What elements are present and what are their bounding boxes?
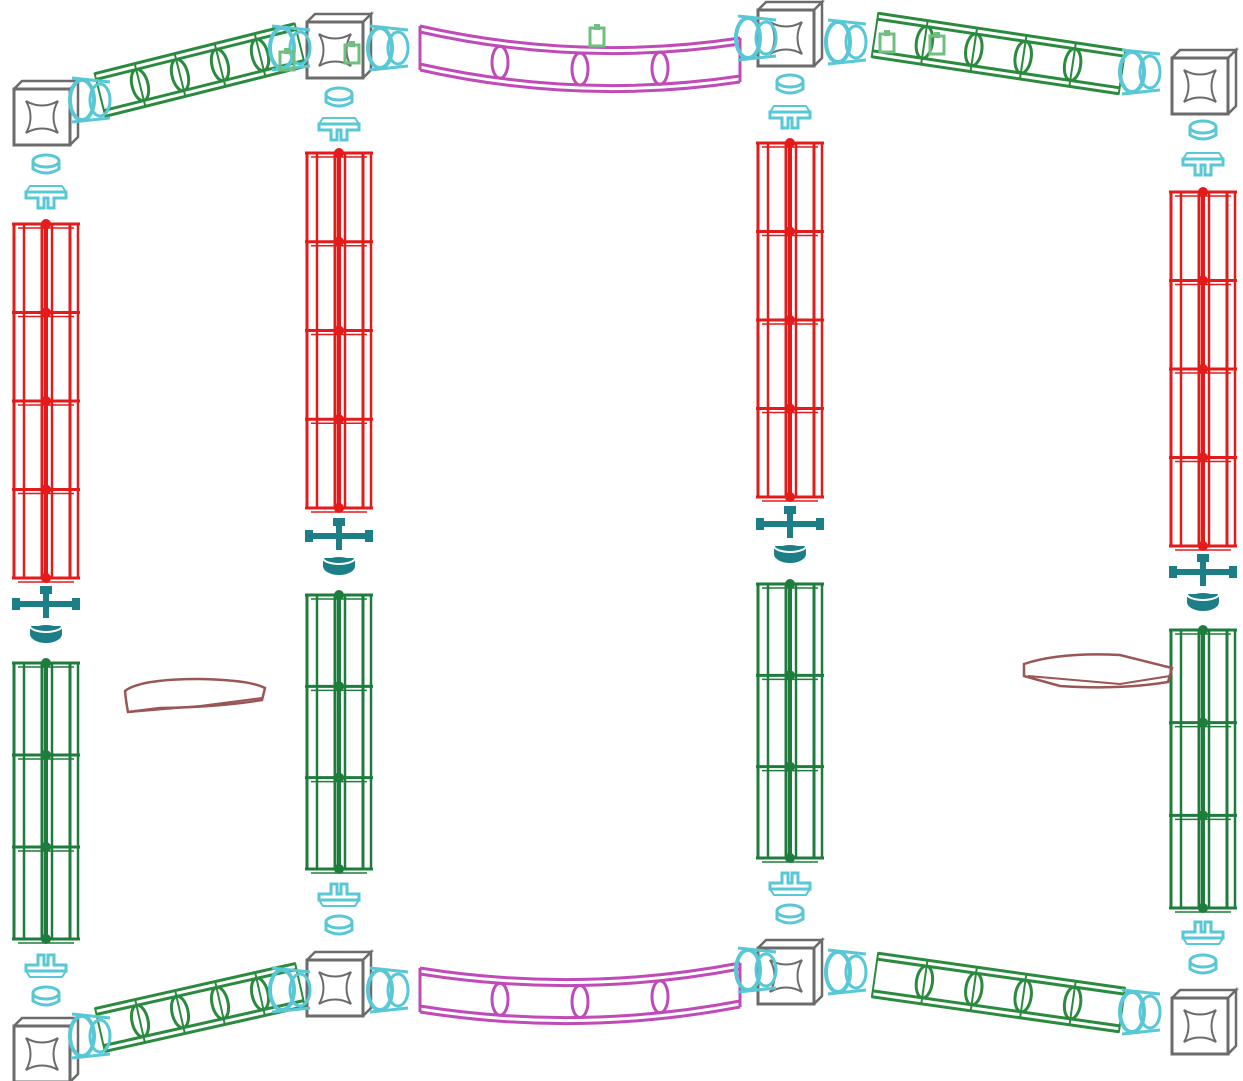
- coupler-icon-6: [1118, 48, 1162, 96]
- connector-plate-icon-top-4: [1181, 151, 1225, 177]
- connector-cap-icon-bottom-2: [324, 914, 354, 936]
- coupler-icon-7: [68, 1012, 112, 1060]
- corner-cube-icon-2: [305, 12, 373, 80]
- upper-truss-2: [305, 148, 373, 513]
- hub-joint-icon-1: [12, 586, 80, 643]
- connector-plate-icon-bottom-4: [1181, 920, 1225, 946]
- connector-plate-icon-bottom-1: [24, 953, 68, 979]
- coupler-icon-3: [366, 24, 410, 72]
- beam-truss-top-right: [870, 11, 1127, 96]
- lower-truss-1: [12, 658, 80, 944]
- connector-cap-icon-top-4: [1188, 119, 1218, 141]
- connector-cap-icon-bottom-3: [775, 903, 805, 925]
- connector-plate-icon-top-1: [24, 184, 68, 210]
- connector-cap-icon-top-3: [775, 73, 805, 95]
- coupler-icon-10: [734, 946, 778, 994]
- coupler-icon-5: [824, 18, 868, 66]
- coupler-icon-12: [1118, 988, 1162, 1036]
- curved-truss-top: [418, 24, 742, 94]
- hub-joint-icon-3: [756, 506, 824, 563]
- shelf-left: [123, 677, 267, 714]
- curved-truss-bottom: [418, 961, 742, 1026]
- connector-plate-icon-bottom-3: [768, 871, 812, 897]
- coupler-icon-9: [366, 966, 410, 1014]
- clamp-icon-2: [343, 41, 361, 65]
- beam-truss-bottom-left: [93, 962, 307, 1053]
- shelf-right: [1022, 653, 1174, 689]
- coupler-icon-8: [268, 966, 312, 1014]
- corner-cube-icon-5: [305, 950, 373, 1018]
- lower-truss-4: [1169, 625, 1237, 913]
- corner-cube-icon-1: [12, 79, 80, 147]
- connector-cap-icon-bottom-1: [31, 985, 61, 1007]
- clamp-icon-4: [878, 30, 896, 54]
- connector-cap-icon-top-2: [324, 86, 354, 108]
- connector-plate-icon-top-3: [768, 104, 812, 130]
- corner-cube-icon-6: [756, 938, 824, 1006]
- corner-cube-icon-4: [1170, 48, 1238, 116]
- beam-truss-bottom-right: [870, 951, 1127, 1034]
- connector-cap-icon-bottom-4: [1188, 953, 1218, 975]
- hub-joint-icon-4: [1169, 554, 1237, 611]
- connector-plate-icon-top-2: [317, 116, 361, 142]
- connector-plate-icon-bottom-2: [317, 882, 361, 908]
- lower-truss-2: [305, 590, 373, 874]
- corner-cube-icon-7: [12, 1016, 80, 1081]
- coupler-icon-11: [824, 948, 868, 996]
- connector-cap-icon-top-1: [31, 153, 61, 175]
- clamp-icon-1: [278, 48, 296, 72]
- upper-truss-1: [12, 219, 80, 583]
- clamp-icon-5: [928, 32, 946, 56]
- corner-cube-icon-8: [1170, 988, 1238, 1056]
- hub-joint-icon-2: [305, 518, 373, 575]
- coupler-icon-1: [68, 76, 112, 124]
- coupler-icon-4: [734, 14, 778, 62]
- upper-truss-3: [756, 138, 824, 502]
- upper-truss-4: [1169, 187, 1237, 551]
- clamp-icon-3: [588, 24, 606, 48]
- lower-truss-3: [756, 579, 824, 863]
